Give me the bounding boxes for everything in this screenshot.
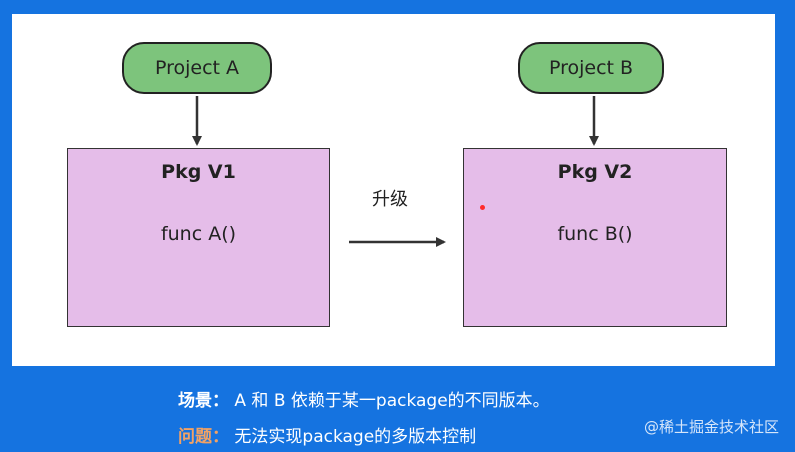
pointer-dot: [480, 205, 485, 210]
project-a-label: Project A: [154, 57, 240, 79]
package-v1-title: Pkg V1: [161, 161, 236, 183]
project-b-label: Project B: [548, 57, 634, 79]
watermark: @稀土掘金技术社区: [643, 418, 779, 436]
package-v1-box: Pkg V1 func A(): [67, 148, 330, 327]
package-v1-function: func A(): [160, 223, 237, 245]
scenario-caption: 场景： A 和 B 依赖于某一package的不同版本。: [178, 386, 550, 411]
project-a-node: Project A: [122, 42, 272, 94]
package-v2-box: Pkg V2 func B(): [463, 148, 727, 327]
problem-key: 问题：: [178, 427, 229, 447]
upgrade-label: 升级: [372, 189, 408, 210]
problem-caption: 问题： 无法实现package的多版本控制: [178, 422, 476, 447]
package-v2-title: Pkg V2: [557, 161, 633, 183]
scenario-key: 场景：: [178, 391, 229, 411]
package-v2-function: func B(): [557, 223, 633, 245]
project-b-node: Project B: [518, 42, 664, 94]
scenario-text: A 和 B 依赖于某一package的不同版本。: [229, 391, 550, 411]
problem-text: 无法实现package的多版本控制: [229, 427, 477, 447]
